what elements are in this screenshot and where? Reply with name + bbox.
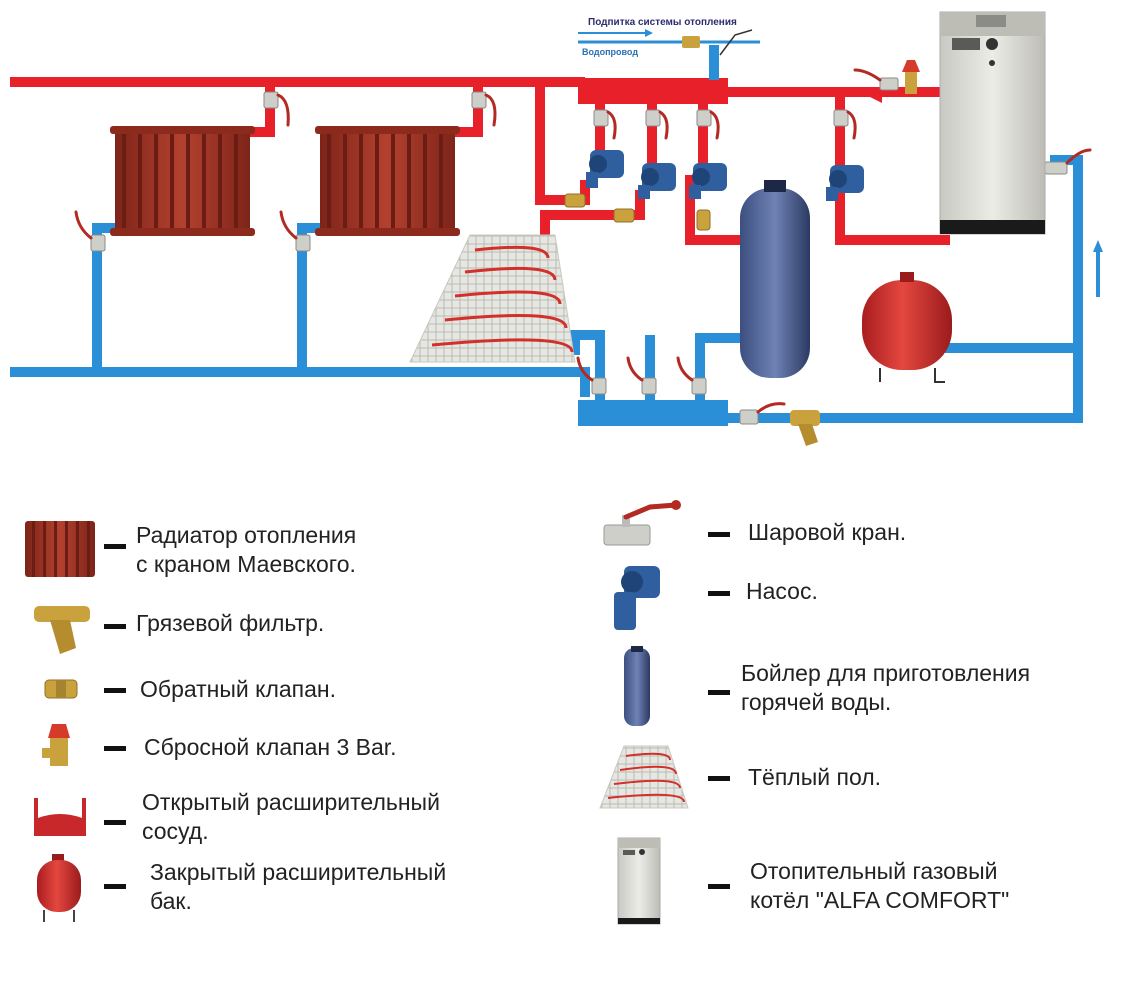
mud-filter: [790, 410, 820, 446]
legend-relief-valve-text: Сбросной клапан 3 Bar.: [144, 734, 397, 760]
legend-check-valve-text: Обратный клапан.: [140, 676, 337, 702]
ball-valves: [74, 68, 1092, 425]
hot-water-boiler: [740, 180, 810, 378]
flow-arrow-left: [870, 91, 882, 103]
radiator-icon: [25, 521, 95, 577]
gas-boiler: [939, 11, 1046, 235]
flow-arrow-up: [1093, 240, 1103, 252]
supply-manifold: [578, 78, 728, 104]
gas-boiler-icon: [617, 837, 661, 925]
check-valves: [564, 193, 711, 231]
warm-floor: [409, 234, 576, 363]
pump-icon: [614, 566, 660, 630]
ball-valve-icon: [603, 500, 681, 546]
water-label: Водопровод: [582, 47, 638, 57]
pump-1: [586, 150, 624, 188]
return-pipes: [10, 45, 1083, 423]
closed-expansion-tank: [862, 272, 952, 383]
relief-valve: [902, 60, 920, 94]
heating-system-diagram: Подпитка системы отопления Водопровод: [10, 11, 1103, 446]
relief-valve-icon: [42, 724, 70, 766]
return-manifold: [578, 400, 728, 426]
legend-pump-text: Насос.: [746, 578, 818, 604]
check-valve-icon: [44, 679, 78, 699]
feed-label: Подпитка системы отопления: [588, 17, 737, 28]
legend-dash-9: [708, 690, 730, 695]
legend-dash-1: [104, 544, 126, 549]
legend-dash-4: [104, 746, 126, 751]
legend-dash-6: [104, 884, 126, 889]
pump-3: [689, 163, 727, 199]
legend-mud-filter-text: Грязевой фильтр.: [136, 610, 325, 636]
closed-expansion-tank-icon: [37, 854, 81, 922]
legend-dash-8: [708, 591, 730, 596]
warm-floor-icon: [599, 745, 689, 809]
radiator-2: [315, 126, 460, 236]
feed-valve: [682, 36, 700, 48]
pump-2: [638, 163, 676, 199]
legend-dash-10: [708, 776, 730, 781]
legend-dash-7: [708, 532, 730, 537]
supply-pipes: [10, 77, 950, 245]
legend-dash-3: [104, 688, 126, 693]
open-expansion-vessel-icon: [34, 798, 86, 836]
boiler-icon: [624, 646, 650, 726]
legend-ball-valve-text: Шаровой кран.: [748, 519, 907, 545]
radiator-1: [110, 126, 255, 236]
mud-filter-icon: [34, 606, 90, 654]
legend-dash-5: [104, 820, 126, 825]
legend-dash-11: [708, 884, 730, 889]
legend-dash-2: [104, 624, 126, 629]
legend-warm-floor-text: Тёплый пол.: [748, 764, 882, 790]
pump-4: [826, 165, 864, 201]
